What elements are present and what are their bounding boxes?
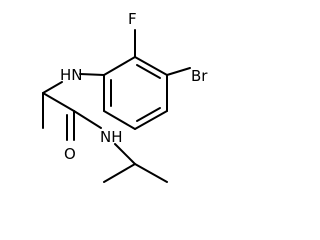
bond-isopropyl-right <box>134 163 168 183</box>
bond-nh-ch <box>42 81 63 94</box>
atom-label-nh: NH <box>100 128 123 146</box>
benzene-ring <box>103 56 168 130</box>
bond-ring-c2-c3 <box>134 56 168 76</box>
bond-ring-c1-c2 <box>103 56 136 76</box>
atom-label-br: Br <box>191 67 208 85</box>
atom-label-hn: HN <box>60 66 83 84</box>
bond-ring-inner-c4-c5 <box>136 107 161 122</box>
bond-isopropyl-left <box>103 163 136 183</box>
bond-nh-isopropyl-ch <box>114 143 136 165</box>
bond-ring-c5-c6 <box>103 110 136 130</box>
chemical-structure-diagram: F Br HN NH O <box>42 10 208 183</box>
bond-c4-br <box>166 67 191 76</box>
atom-label-o: O <box>64 145 76 163</box>
bond-ring-inner-c2-c3 <box>136 64 161 79</box>
bond-ch-carbonyl <box>42 92 75 112</box>
bond-carbonyl-nh <box>73 110 102 129</box>
atom-label-f: F <box>128 10 137 28</box>
bond-ring-c4-c5 <box>134 110 168 130</box>
bond-c1-nh <box>79 73 105 76</box>
